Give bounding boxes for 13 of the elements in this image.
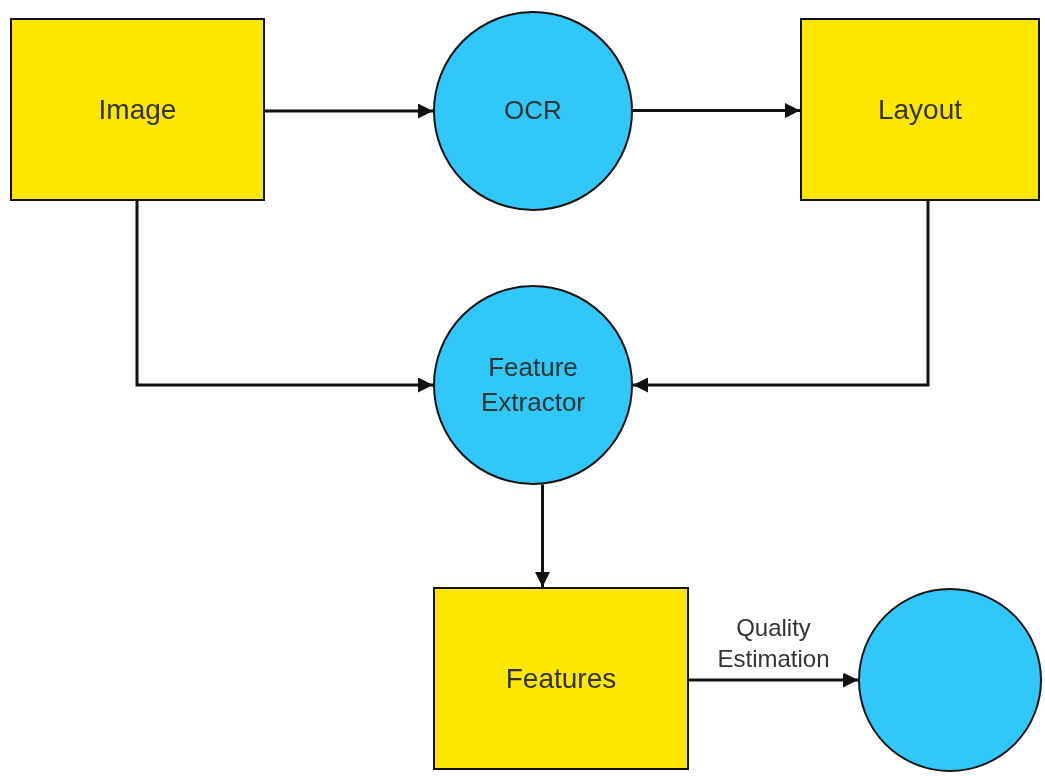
arrow — [689, 672, 858, 688]
node-label: Feature Extractor — [480, 350, 586, 419]
process-box — [10, 18, 265, 201]
node-label: OCR — [503, 94, 563, 128]
arrow — [265, 103, 433, 119]
node-label: Image — [98, 92, 177, 127]
arrow — [633, 103, 800, 119]
node-label: Layout — [877, 92, 963, 127]
arrow — [135, 201, 433, 393]
node-label: Features — [505, 661, 617, 696]
process-box — [433, 587, 689, 770]
process-box — [800, 18, 1040, 201]
arrow — [633, 201, 930, 393]
